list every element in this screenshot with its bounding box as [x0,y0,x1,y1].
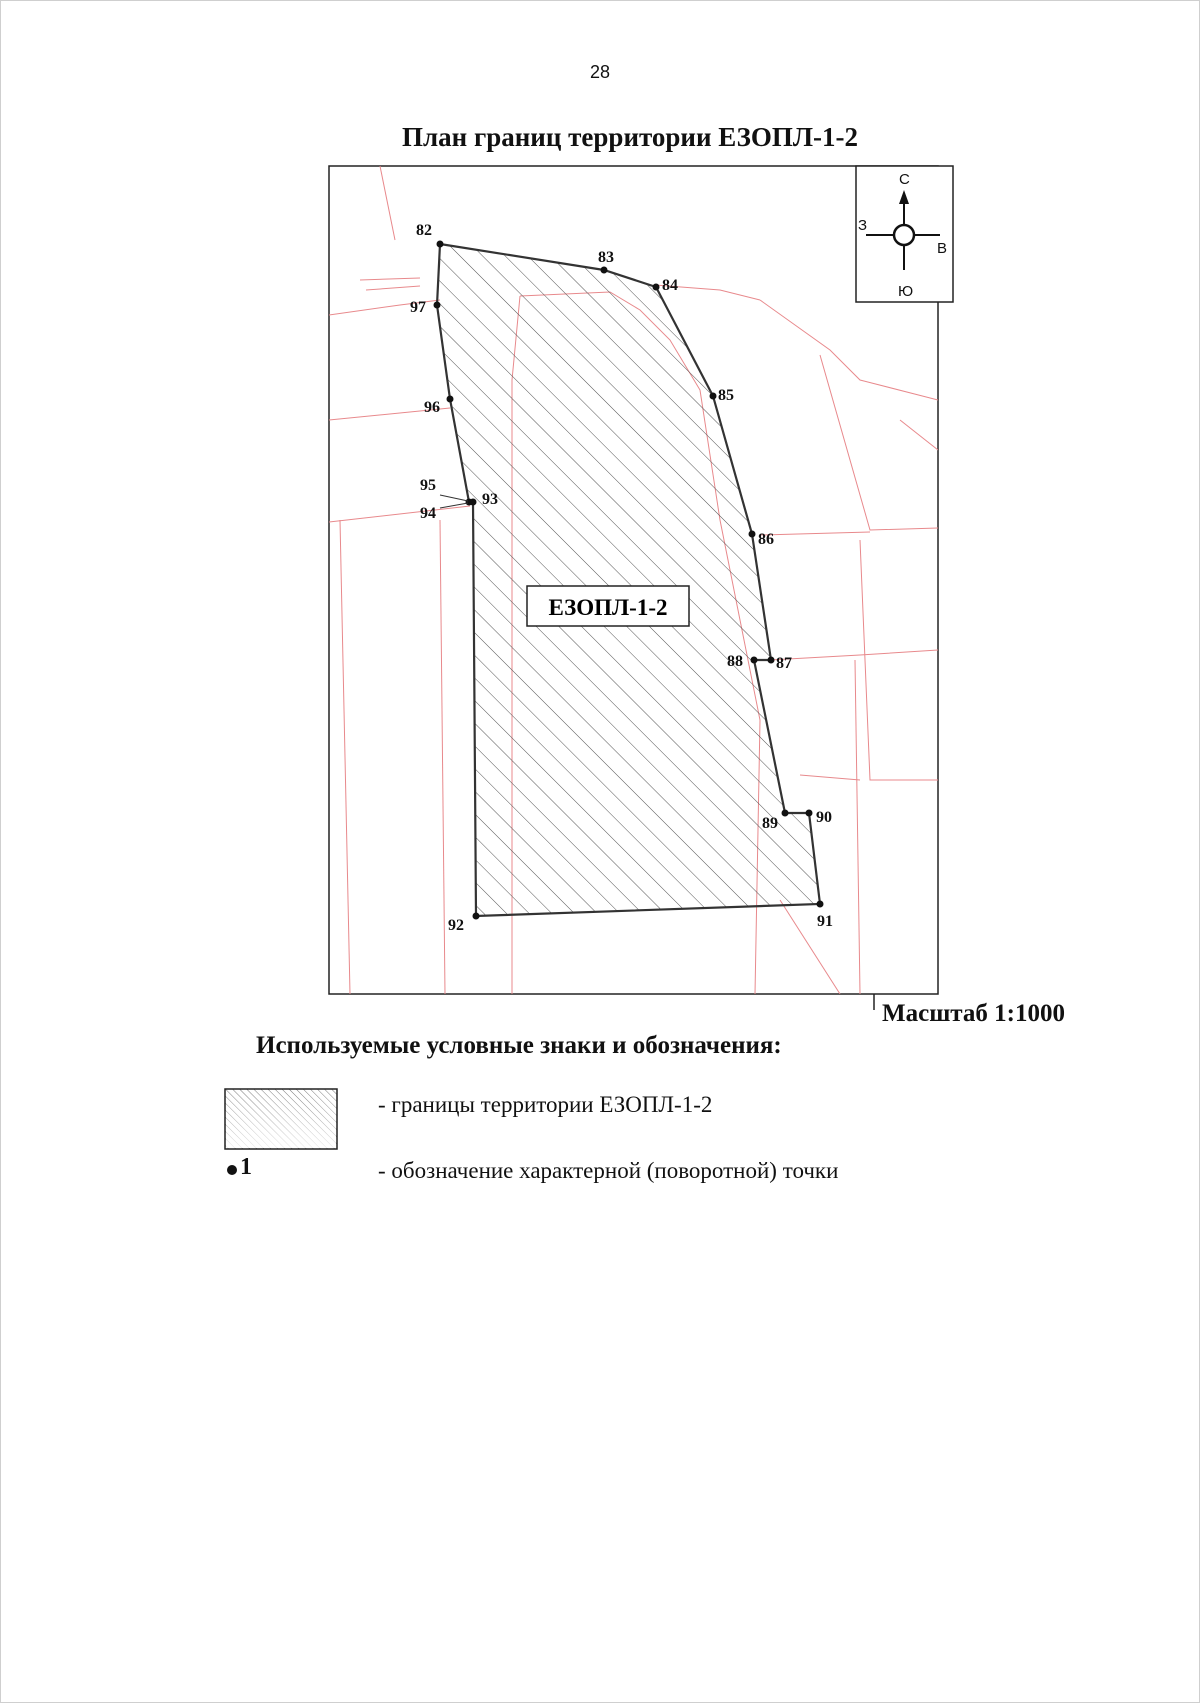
point-label: 88 [727,653,743,670]
point-label: 94 [420,505,436,522]
boundary-points [433,240,824,920]
page-title: План границ территории ЕЗОПЛ-1-2 [402,122,858,152]
point-label: 84 [662,277,678,294]
point-label: 89 [762,815,778,832]
legend-point-number: 1 [240,1154,252,1180]
page-number: 28 [589,62,611,82]
point-marker [433,301,441,309]
point-marker [600,266,608,274]
point-label: 93 [482,491,498,508]
point-label: 85 [718,387,734,404]
point-marker [652,283,660,291]
point-marker [748,530,756,538]
point-marker [472,912,480,920]
point-label: 83 [598,249,614,266]
legend-item-point: - обозначение характерной (поворотной) т… [378,1158,839,1183]
point-label: 96 [424,399,440,416]
point-label: 86 [758,531,774,548]
point-marker [816,900,824,908]
legend-point-icon [227,1165,237,1175]
territory-ezopl-1-2 [435,242,822,918]
point-label: 92 [448,917,464,934]
boundary-plan-map: ЕЗОПЛ-1-2 82 83 84 85 86 87 88 89 90 91 … [328,165,954,1010]
zone-label: ЕЗОПЛ-1-2 [526,585,690,627]
point-marker [446,395,454,403]
point-marker [465,498,473,506]
point-marker [709,392,717,400]
legend-title: Используемые условные знаки и обозначени… [256,1032,782,1059]
point-marker [436,240,444,248]
point-label: 91 [817,913,833,930]
legend-hatch-swatch [224,1088,338,1150]
compass-rose: С З В Ю [855,165,954,303]
svg-text:В: В [937,240,947,257]
point-marker [781,809,789,817]
point-label: 97 [410,299,426,316]
point-marker [767,656,775,664]
point-label: 87 [776,655,792,672]
legend-item-territory: - границы территории ЕЗОПЛ-1-2 [378,1092,713,1117]
leader-line [439,502,469,509]
point-marker [805,809,813,817]
svg-text:С: С [899,171,910,188]
point-label: 95 [420,477,436,494]
svg-text:З: З [858,217,867,234]
point-marker [750,656,758,664]
leader-line [439,494,469,502]
svg-text:ЕЗОПЛ-1-2: ЕЗОПЛ-1-2 [549,595,668,620]
point-label: 82 [416,222,432,239]
scale-label: Масштаб 1:1000 [882,1000,1065,1027]
svg-text:Ю: Ю [898,283,913,300]
point-label: 90 [816,809,832,826]
